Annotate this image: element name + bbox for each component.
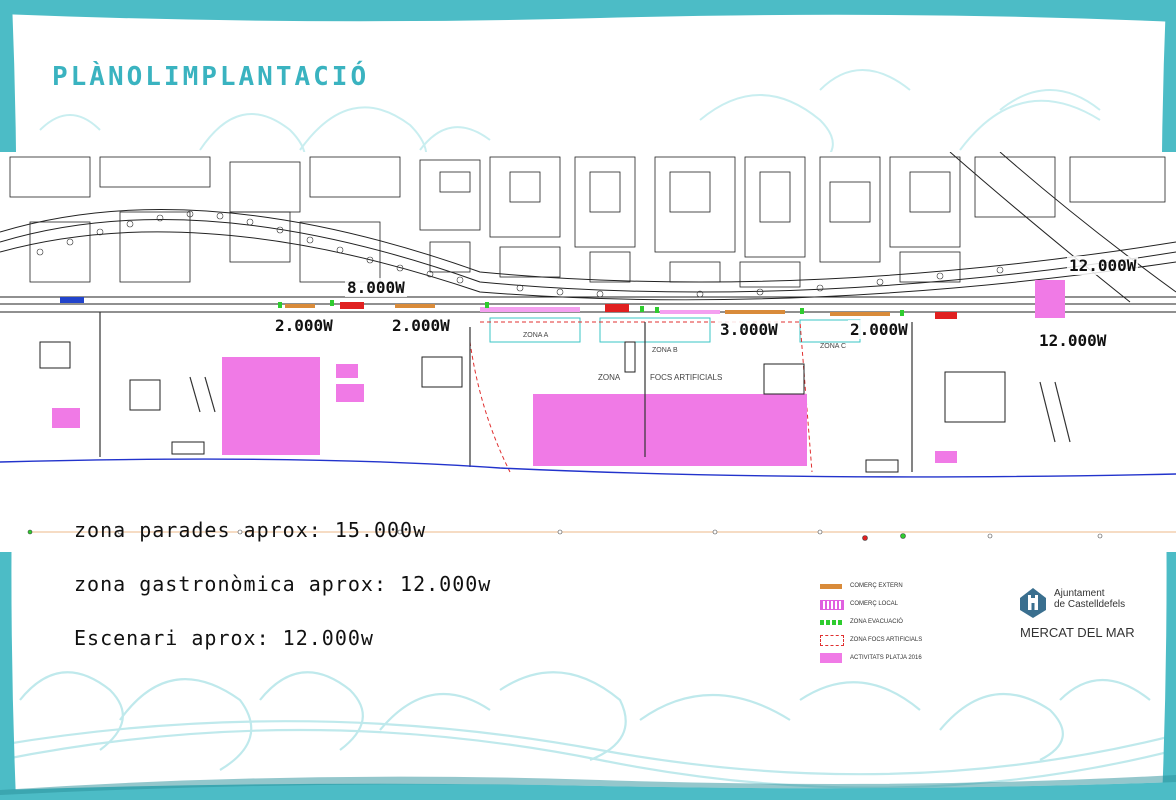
promenade-roads (0, 152, 1176, 313)
legend-item: COMERÇ EXTERN (820, 580, 980, 594)
power-label-2000-c: 2.000W (848, 320, 910, 339)
stalls-strip (60, 280, 1065, 319)
tree-markers (36, 210, 1004, 298)
power-label-2000-b: 2.000W (390, 316, 452, 335)
brush-border-bottom-shade (0, 775, 1176, 795)
legend-swatch-fireworks (820, 635, 844, 646)
power-label-12000-bottom: 12.000W (1037, 331, 1109, 350)
legend-label: ZONA EVACUACIÓ (850, 619, 903, 625)
logo-line-2: de Castelldefels (1054, 599, 1126, 610)
city-council-logo: Ajuntament de Castelldefels (1012, 586, 1142, 626)
legend-item: COMERÇ LOCAL (820, 598, 980, 612)
piers (99, 312, 1071, 472)
fireworks-label: FOCS ARTIFICIALS (650, 373, 722, 382)
summary-stalls: zona parades aprox: 15.000w (74, 518, 427, 542)
legend-swatch-external (820, 584, 842, 589)
logo-line-1: Ajuntament (1054, 588, 1105, 599)
brush-border-bottom (0, 782, 1176, 800)
power-label-8000: 8.000W (345, 278, 407, 297)
legend-label: COMERÇ LOCAL (850, 601, 899, 607)
wave-pattern-bottom (0, 671, 1176, 789)
brush-border-top (0, 0, 1176, 22)
legend-label: ZONA FOCS ARTIFICIALS (850, 637, 923, 643)
site-plan-map: ZONA A ZONA B ZONA C ZONA FOCS ARTIFICIA… (0, 152, 1176, 552)
evacuation-markers (278, 300, 904, 316)
summary-gastronomic: zona gastronòmica aprox: 12.000w (74, 572, 492, 596)
zona-a-label: ZONA A (523, 332, 549, 339)
legend-swatch-evacuation (820, 620, 842, 625)
beach-activity-zones (52, 357, 957, 466)
logo-wordmark: Ajuntament de Castelldefels (1054, 588, 1125, 610)
fireworks-zone-outline (469, 321, 813, 473)
zona-b-label: ZONA B (652, 347, 678, 354)
power-label-12000-top: 12.000W (1067, 256, 1139, 275)
castle-crest-icon (1020, 588, 1046, 618)
legend-label: COMERÇ EXTERN (850, 583, 903, 589)
legend-item: ZONA EVACUACIÓ (820, 616, 980, 630)
legend-swatch-local (820, 600, 844, 610)
power-label-3000: 3.000W (718, 320, 780, 339)
zona-label: ZONA (598, 373, 621, 382)
power-label-2000-a: 2.000W (273, 316, 335, 335)
legend-label: ACTIVITATS PLATJA 2016 (850, 655, 922, 661)
legend-item: ACTIVITATS PLATJA 2016 (820, 652, 980, 666)
beach-kiosks (39, 341, 1006, 473)
zona-c-label: ZONA C (820, 343, 846, 350)
page-title: PLÀNOLIMPLANTACIÓ (52, 62, 370, 92)
evacuation-points (27, 529, 1103, 541)
summary-stage: Escenari aprox: 12.000w (74, 626, 374, 650)
shoreline (0, 458, 1176, 478)
city-blocks (9, 156, 1166, 288)
event-name: MERCAT DEL MAR (1020, 625, 1135, 640)
legend-item: ZONA FOCS ARTIFICIALS (820, 634, 980, 648)
legend-swatch-activities (820, 653, 842, 663)
